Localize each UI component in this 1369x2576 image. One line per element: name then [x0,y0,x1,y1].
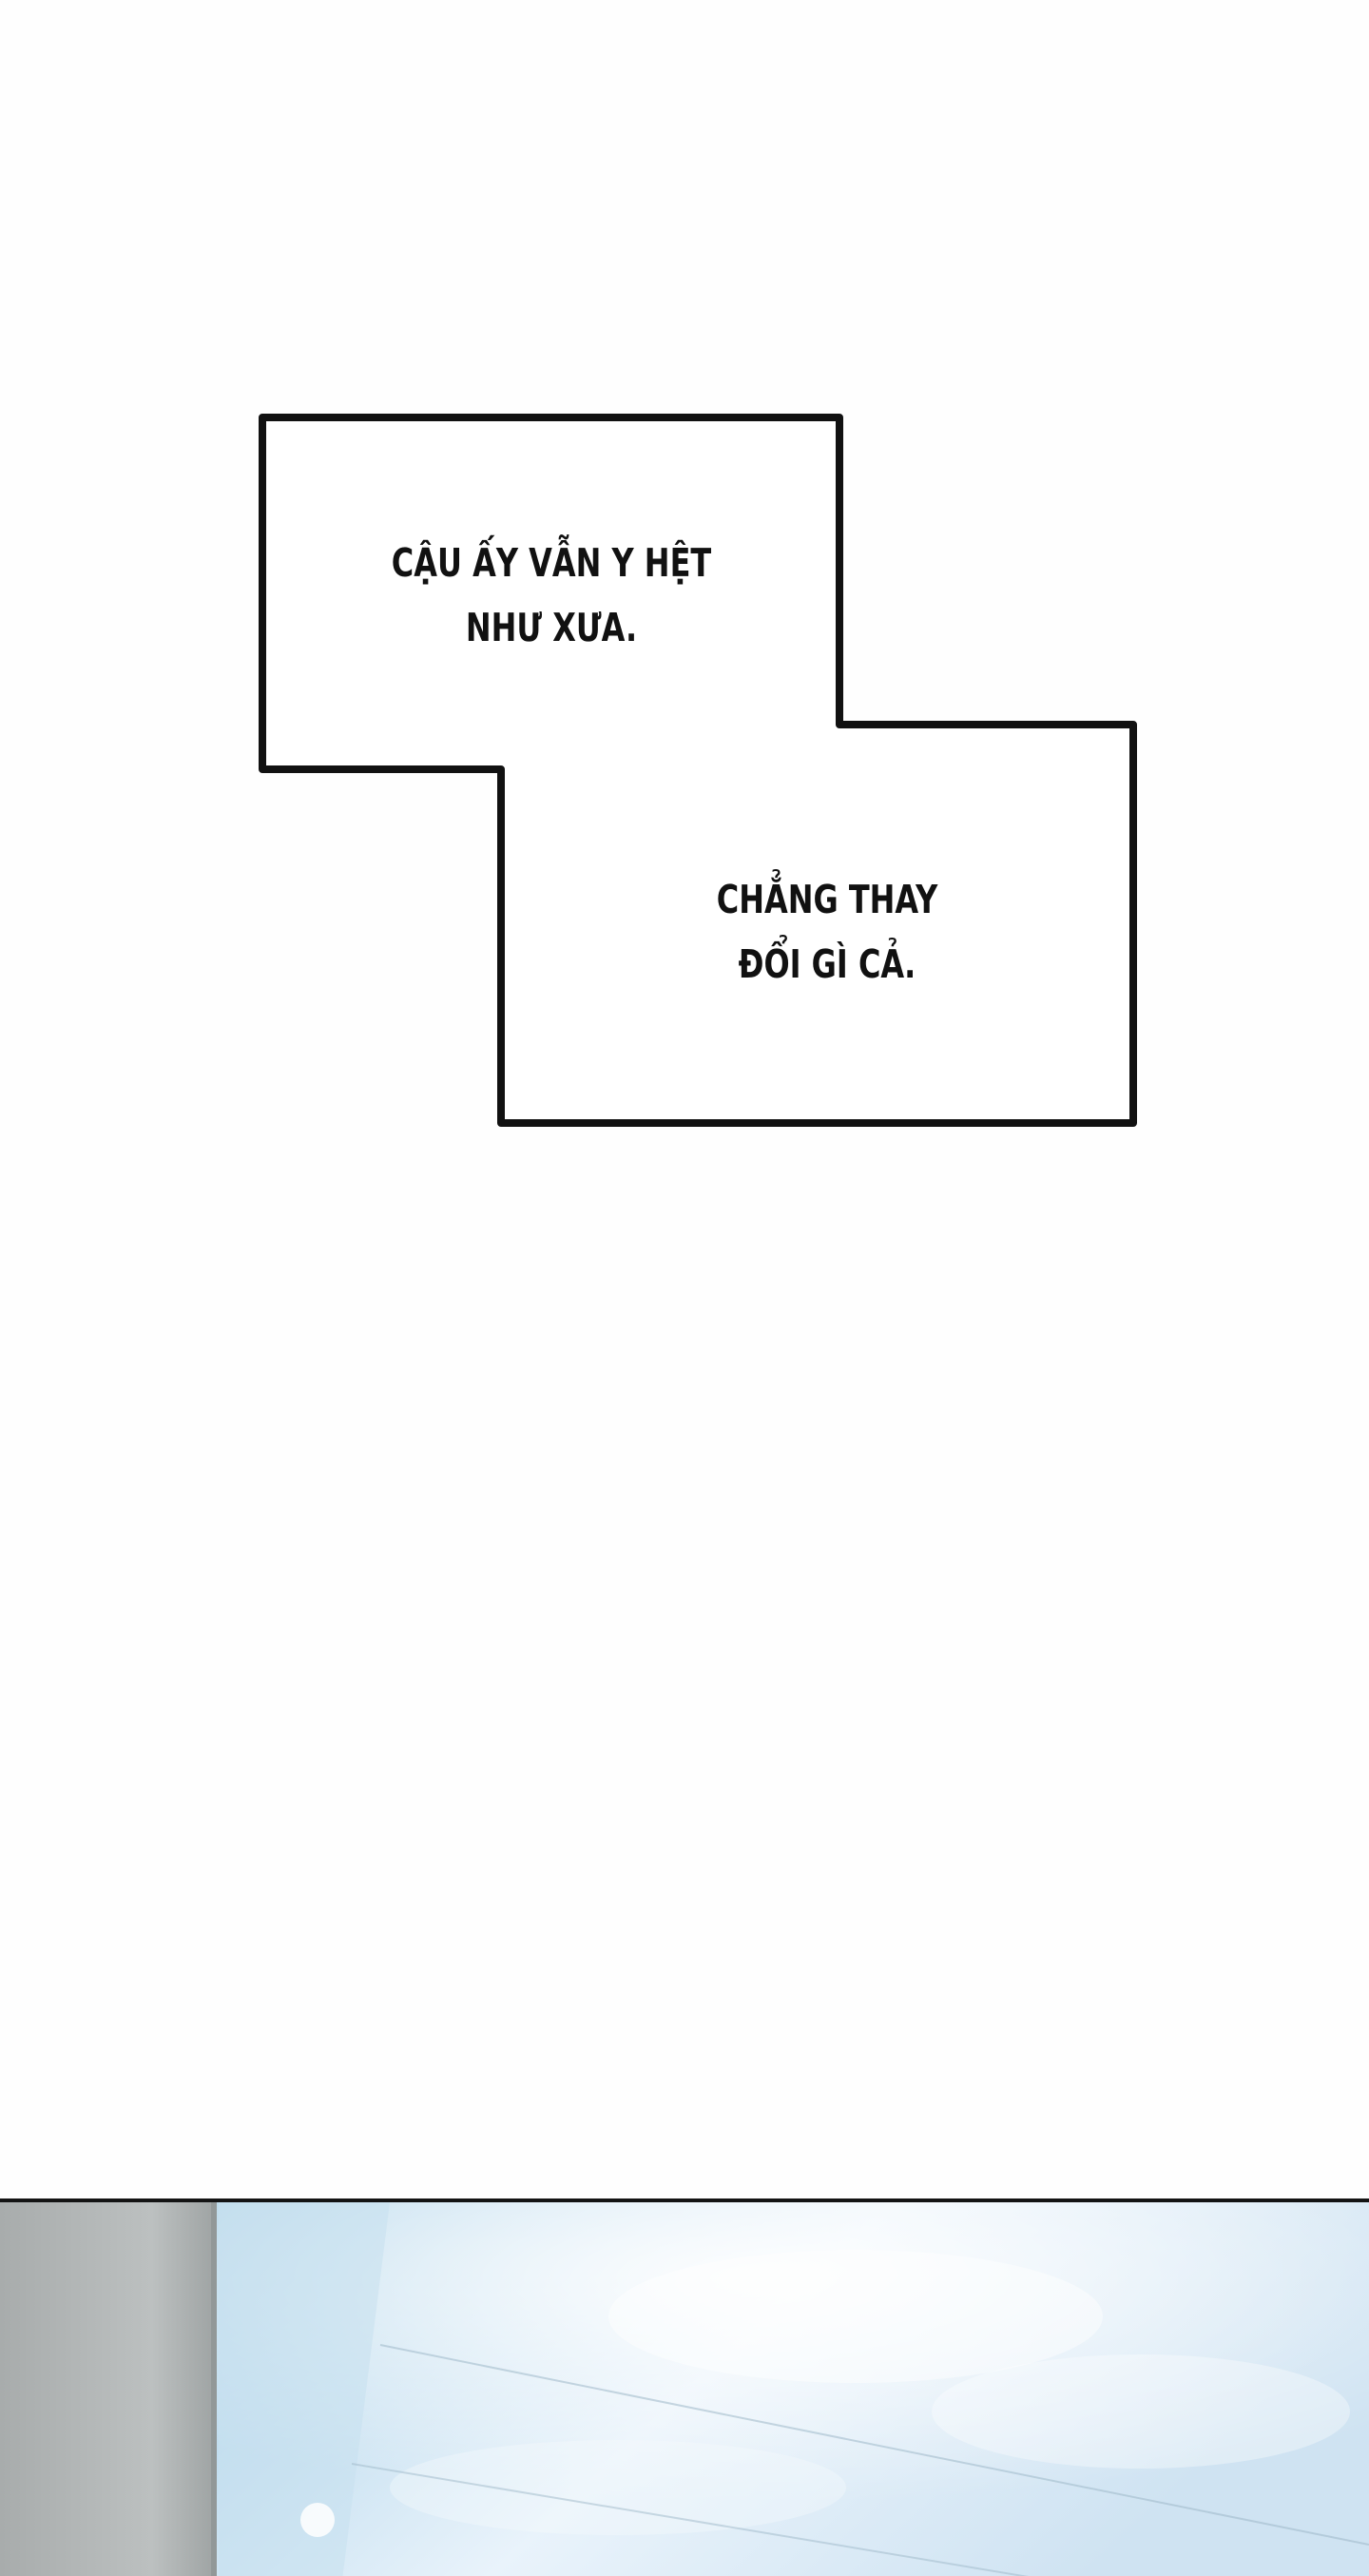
caption-2-line-1: CHẲNG THAY [716,877,938,922]
caption-box-outline [259,414,1137,1127]
sky-scene-illustration [0,2202,1369,2576]
caption-text-1: CẬU ẤY VẪN Y HỆT NHƯ XƯA. [366,531,737,660]
caption-text-2: CHẲNG THAY ĐỔI GÌ CẢ. [657,867,998,997]
caption-1-line-1: CẬU ẤY VẪN Y HỆT [391,540,712,586]
caption-1-line-2: NHƯ XƯA. [465,605,638,650]
caption-2-line-2: ĐỔI GÌ CẢ. [738,941,916,987]
sky-panel [0,2198,1369,2576]
